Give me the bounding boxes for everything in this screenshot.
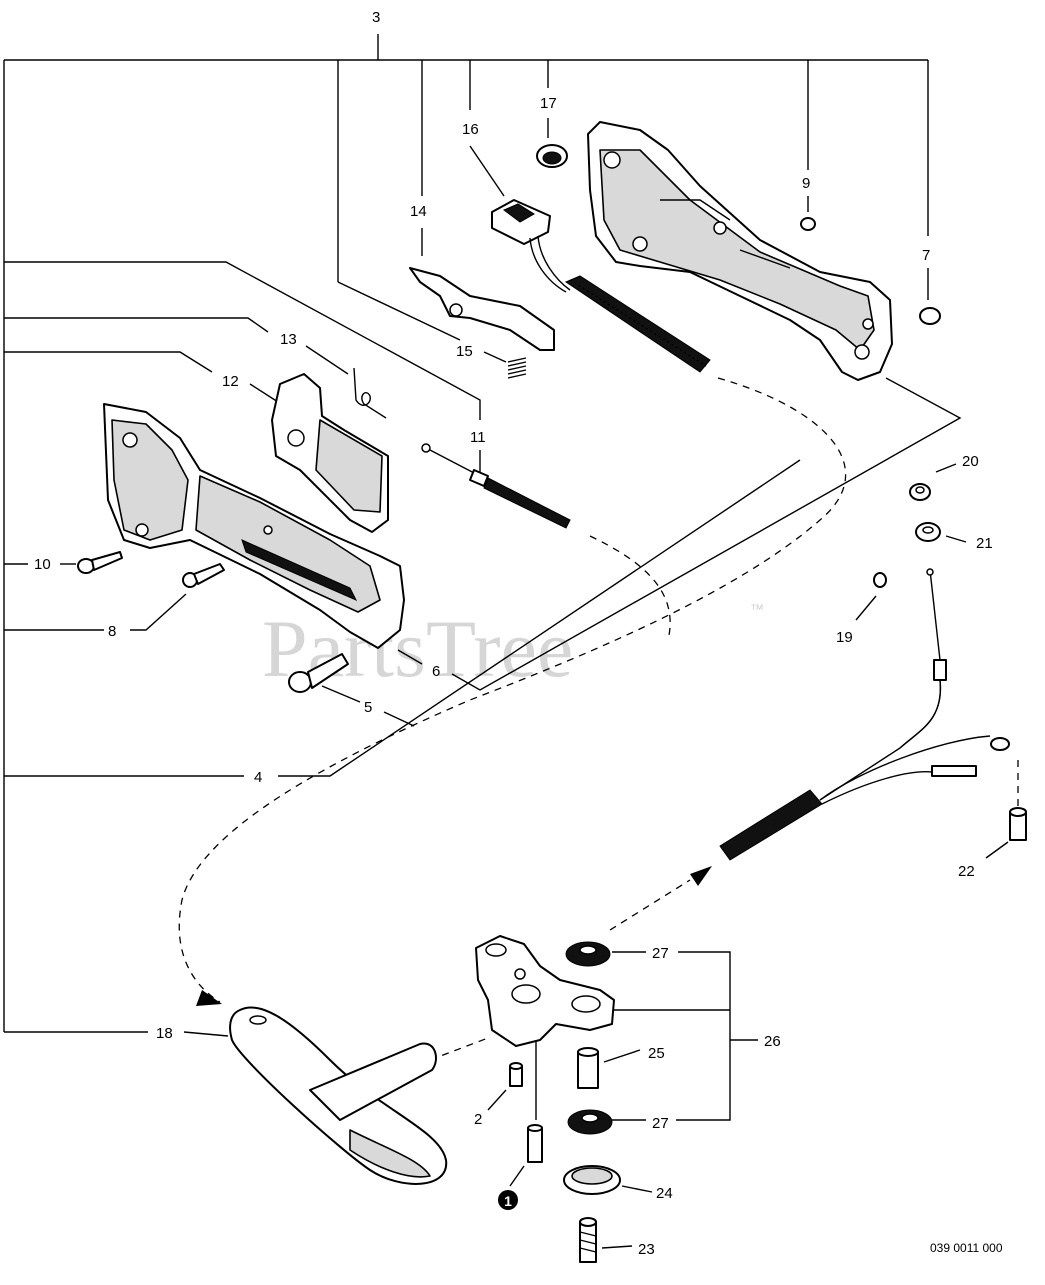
rubber-mount-top: [565, 941, 611, 967]
callout-2: 2: [474, 1111, 482, 1128]
handle-half-left: [103, 403, 405, 649]
callout-13: 13: [280, 331, 297, 348]
rubber-mount-bottom: [567, 1109, 613, 1135]
washer-19: [873, 572, 887, 588]
leader-lines: [3, 34, 1009, 1249]
callout-27-bottom: 27: [652, 1115, 669, 1132]
throttle-trigger: [271, 373, 389, 533]
callout-23: 23: [638, 1241, 655, 1258]
callout-15: 15: [456, 343, 473, 360]
callout-10: 10: [34, 556, 51, 573]
nut-21: [915, 522, 941, 542]
callout-17: 17: [540, 95, 557, 112]
screw-8: [182, 563, 225, 588]
callout-26: 26: [764, 1033, 781, 1050]
callout-24: 24: [656, 1185, 673, 1202]
callout-3: 3: [372, 9, 380, 26]
callout-16: 16: [462, 121, 479, 138]
nut-7: [919, 307, 941, 325]
stop-switch: [491, 199, 711, 373]
screw-22: [1009, 807, 1027, 841]
arrow-head-18: [196, 990, 222, 1006]
spring-13: [353, 367, 387, 419]
callout-1-badge: [498, 1190, 518, 1210]
callout-18: 18: [156, 1025, 173, 1042]
screw-1: [527, 1124, 543, 1163]
handle-half-right: [587, 121, 893, 381]
nut-9: [800, 217, 816, 231]
callout-20: 20: [962, 453, 979, 470]
screw-2: [509, 1062, 523, 1087]
callout-22: 22: [958, 863, 975, 880]
callout-9: 9: [802, 175, 810, 192]
callout-4: 4: [254, 769, 262, 786]
callout-8: 8: [108, 623, 116, 640]
spacer-25: [577, 1047, 599, 1089]
screw-5: [288, 653, 349, 693]
nut-20: [909, 483, 931, 501]
callout-27-top: 27: [652, 945, 669, 962]
callout-25: 25: [648, 1045, 665, 1062]
cap-24: [563, 1165, 621, 1195]
routing-lines: [178, 377, 1019, 1061]
callout-14: 14: [410, 203, 427, 220]
throttle-cable: [421, 443, 571, 529]
callout-19: 19: [836, 629, 853, 646]
callout-5: 5: [364, 699, 372, 716]
callout-6: 6: [432, 663, 440, 680]
loop-handle: [229, 1006, 448, 1185]
arrow-head-harness: [690, 866, 712, 886]
screw-23: [579, 1217, 597, 1263]
handle-bracket: [475, 935, 615, 1047]
spring-15: [507, 357, 527, 379]
cable-harness: [719, 568, 1010, 861]
callout-11: 11: [470, 429, 486, 446]
callout-labels: 3 17 16 9 14 7 13 15 12 11 20 21 10 8 19…: [34, 9, 993, 1258]
callout-21: 21: [976, 535, 993, 552]
throttle-lockout: [409, 267, 555, 351]
callout-1: 1: [504, 1193, 512, 1209]
watermark-trademark: ™: [750, 601, 764, 617]
callout-7: 7: [922, 247, 930, 264]
screw-10: [77, 551, 123, 574]
callout-12: 12: [222, 373, 239, 390]
drawing-code: 039 0011 000: [930, 1241, 1003, 1255]
grommet: [536, 144, 568, 168]
